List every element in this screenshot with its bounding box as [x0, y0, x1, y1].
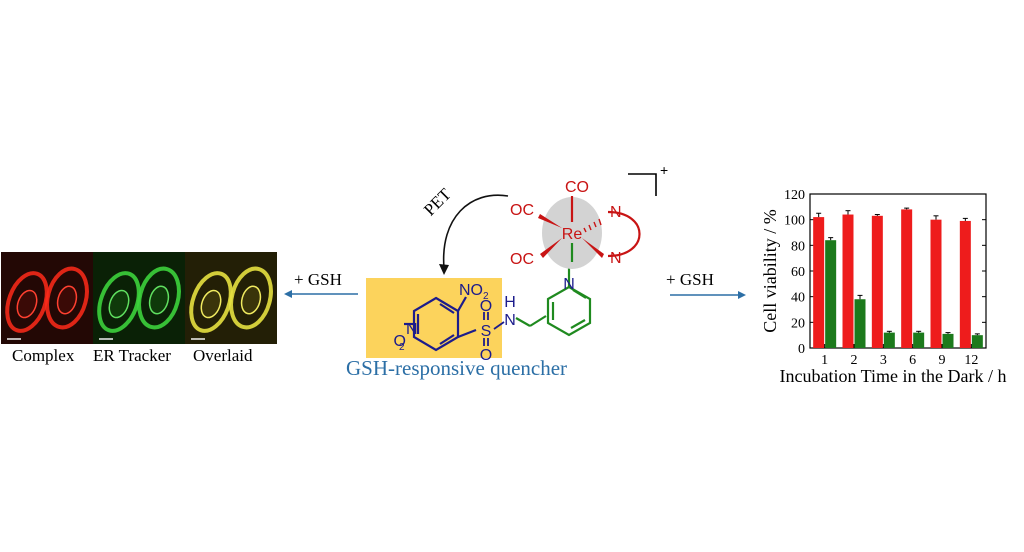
x-tick-label: 2 [851, 353, 858, 368]
n-lower-wedge [582, 238, 604, 258]
overlaid-caption: Overlaid [193, 346, 253, 365]
bar-series-green [971, 335, 983, 348]
er-tracker-cell-image [93, 252, 185, 344]
y-tick-label: 80 [791, 239, 805, 254]
x-tick-label: 6 [909, 353, 916, 368]
bar-series-red [901, 209, 913, 348]
chart-plot-frame [809, 193, 987, 349]
x-axis-title: Incubation Time in the Dark / h [780, 366, 1007, 386]
microscopy-er-tracker-panel [93, 252, 185, 344]
sulfonyl-o-bottom-label: O [480, 347, 492, 364]
left-gsh-arrow [284, 290, 358, 298]
bar-series-red [871, 215, 883, 348]
er-tracker-caption: ER Tracker [93, 346, 171, 365]
co-top-label: CO [565, 179, 589, 196]
co-upper-left-label: OC [510, 202, 534, 219]
rhenium-label: Re [562, 226, 583, 243]
right-gsh-arrow [670, 291, 746, 299]
co-lower-left-label: OC [510, 251, 534, 268]
chart-bars [813, 207, 983, 348]
re-center-shading [542, 197, 602, 269]
y-tick-label: 20 [791, 316, 805, 331]
co-lower-left-wedge [540, 238, 562, 258]
amine-h-label: H [504, 294, 516, 311]
y-tick-label: 40 [791, 291, 805, 306]
y-tick-label: 0 [798, 342, 805, 357]
sulfonyl-s-label: S [481, 323, 492, 340]
bar-series-green [825, 240, 837, 348]
left-gsh-label: + GSH [294, 270, 342, 289]
microscopy-complex-panel [1, 252, 93, 344]
ligand-n-bottom-label: N [610, 250, 622, 267]
x-tick-label: 1 [821, 353, 828, 368]
bar-series-red [813, 217, 825, 348]
bar-series-green [854, 299, 866, 348]
ligand-n-top-label: N [610, 204, 622, 221]
right-gsh-label: + GSH [666, 270, 714, 289]
charge-label: + [660, 162, 668, 178]
bar-series-green [942, 333, 954, 348]
bar-series-green [883, 332, 895, 348]
bar-series-red [842, 214, 854, 348]
y-tick-label: 60 [791, 265, 805, 280]
sulfonyl-bonds [483, 312, 505, 346]
amine-n-label: N [504, 312, 516, 329]
charge-bracket [628, 173, 657, 196]
bar-series-red [959, 220, 971, 348]
x-tick-label: 12 [964, 353, 978, 368]
pyridine-linker [515, 262, 592, 337]
complex-caption: Complex [12, 346, 75, 365]
x-tick-label: 9 [939, 353, 946, 368]
re-ligand-bonds [570, 196, 641, 258]
nitro-left-o-label: O [394, 333, 406, 350]
nitro-left-sub-label: 2 [399, 342, 405, 353]
microscopy-overlaid-panel [185, 252, 277, 344]
nitro-top-sub-label: 2 [483, 291, 489, 302]
y-axis-title: Cell viability / % [760, 209, 780, 333]
pet-arrow [439, 194, 509, 275]
y-tick-label: 120 [784, 188, 805, 203]
bar-series-green [913, 332, 925, 348]
pyridine-n-label: N [563, 276, 575, 293]
sulfonyl-o-top-label: O [480, 298, 492, 315]
quencher-highlight-box [366, 278, 502, 358]
x-tick-label: 3 [880, 353, 887, 368]
dinitrobenzene-ring [404, 296, 477, 352]
n-upper-hashed-bond [583, 218, 602, 233]
y-tick-label: 100 [784, 214, 805, 229]
overlaid-cell-image [185, 252, 277, 344]
complex-cell-image [1, 252, 93, 344]
co-upper-left-wedge [538, 214, 562, 228]
quencher-caption: GSH-responsive quencher [346, 356, 568, 380]
nitro-top-label: NO [459, 282, 483, 299]
bar-series-red [930, 219, 942, 348]
y-axis-ticks: 0 20 40 60 80 100 120 [784, 188, 986, 357]
nitro-left-n-label: N [406, 321, 418, 338]
